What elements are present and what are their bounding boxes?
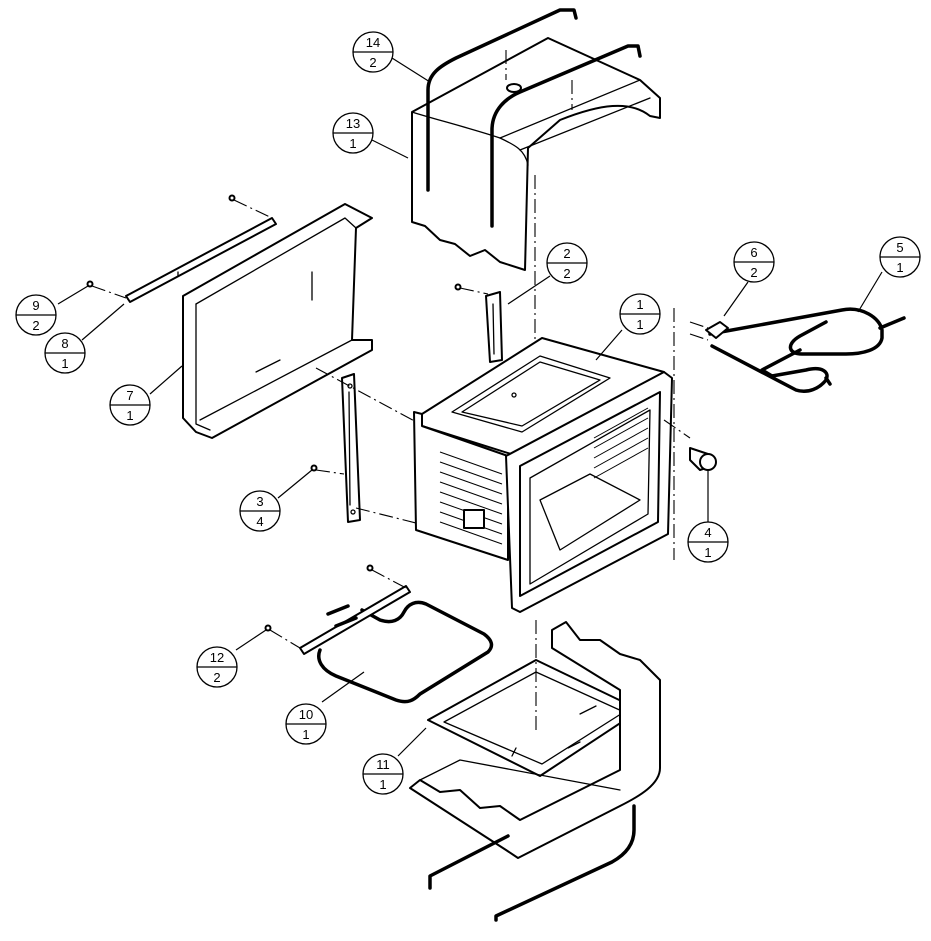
bottom-element xyxy=(264,564,494,704)
side-strip xyxy=(86,194,277,303)
callout-8: 8 1 xyxy=(44,332,86,374)
callout-6: 6 2 xyxy=(733,241,775,283)
callout-2-part: 2 xyxy=(563,246,570,261)
top-cover xyxy=(411,37,661,340)
oven-cavity xyxy=(413,337,691,613)
callout-6-part: 6 xyxy=(750,245,757,260)
callout-12-qty: 2 xyxy=(213,670,220,685)
callout-5-qty: 1 xyxy=(896,260,903,275)
base-tray xyxy=(409,621,661,922)
callout-7: 7 1 xyxy=(109,384,151,426)
callout-7-part: 7 xyxy=(126,388,133,403)
bottom-panel xyxy=(427,620,641,777)
callout-10-part: 10 xyxy=(299,707,313,722)
callout-14: 14 2 xyxy=(352,31,394,73)
callout-2-qty: 2 xyxy=(563,266,570,281)
callout-4-qty: 1 xyxy=(704,545,711,560)
oven-lamp xyxy=(689,447,717,471)
callout-4-part: 4 xyxy=(704,525,711,540)
callout-11-part: 11 xyxy=(376,757,390,772)
callout-5-part: 5 xyxy=(896,240,903,255)
callout-11: 11 1 xyxy=(362,753,404,795)
callout-9-qty: 2 xyxy=(32,318,39,333)
callout-7-qty: 1 xyxy=(126,408,133,423)
callout-12-part: 12 xyxy=(210,650,224,665)
side-brackets xyxy=(310,283,503,525)
callout-10-qty: 1 xyxy=(302,727,309,742)
callout-1-qty: 1 xyxy=(636,317,643,332)
callout-13-qty: 1 xyxy=(349,136,356,151)
callout-8-qty: 1 xyxy=(61,356,68,371)
callout-3-part: 3 xyxy=(256,494,263,509)
leader-lines xyxy=(57,57,883,757)
callout-14-qty: 2 xyxy=(369,55,376,70)
callout-1: 1 1 xyxy=(619,293,661,335)
callout-5: 5 1 xyxy=(879,236,921,278)
callout-14-part: 14 xyxy=(366,35,380,50)
callout-11-qty: 1 xyxy=(379,777,386,792)
callout-6-qty: 2 xyxy=(750,265,757,280)
side-panel xyxy=(182,203,373,439)
callout-3-qty: 4 xyxy=(256,514,263,529)
callout-9: 9 2 xyxy=(15,294,57,336)
callout-9-part: 9 xyxy=(32,298,39,313)
callout-12: 12 2 xyxy=(196,646,238,688)
callout-1-part: 1 xyxy=(636,297,643,312)
callout-2: 2 2 xyxy=(546,242,588,284)
grill-element xyxy=(673,307,906,560)
callout-4: 4 1 xyxy=(687,521,729,563)
callout-13-part: 13 xyxy=(346,116,360,131)
callout-10: 10 1 xyxy=(285,703,327,745)
trim-rods xyxy=(426,8,642,228)
callout-8-part: 8 xyxy=(61,336,68,351)
callout-13: 13 1 xyxy=(332,112,374,154)
callout-3: 3 4 xyxy=(239,490,281,532)
